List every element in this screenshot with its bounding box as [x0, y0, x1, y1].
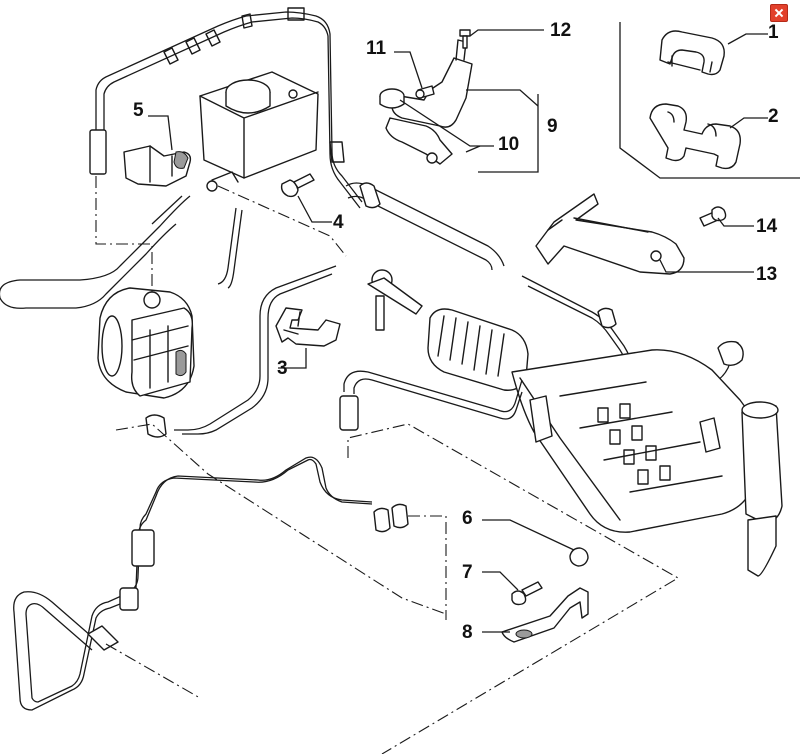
callout-12: 12 [550, 20, 571, 41]
callout-numbers: 1 2 3 4 5 6 7 8 9 10 11 12 13 14 [133, 20, 779, 643]
part-2-clip[interactable] [649, 103, 741, 170]
callout-8: 8 [462, 622, 473, 643]
callout-6: 6 [462, 508, 473, 529]
inset-panel [619, 22, 800, 179]
callout-9: 9 [547, 116, 558, 137]
part-13-bracket[interactable] [535, 193, 685, 275]
close-icon[interactable] [770, 4, 788, 22]
part-11-screw[interactable] [415, 85, 435, 99]
callout-1: 1 [768, 22, 779, 43]
part-7-bolt[interactable] [511, 581, 543, 606]
callout-13: 13 [756, 264, 777, 285]
upper-pressure-line [89, 7, 505, 271]
callout-4: 4 [333, 212, 344, 233]
part-8-bracket[interactable] [501, 587, 589, 643]
callout-5: 5 [133, 100, 144, 121]
part-3-bracket[interactable] [275, 307, 341, 347]
part-5-bracket[interactable] [123, 145, 192, 187]
part-12-screw[interactable] [459, 29, 471, 49]
callout-7: 7 [462, 562, 473, 583]
callout-2: 2 [768, 106, 779, 127]
rack-feed-hose [339, 370, 523, 431]
callout-3: 3 [277, 358, 288, 379]
callout-11: 11 [366, 38, 387, 59]
return-hose [0, 195, 243, 309]
part-10-grommet[interactable] [379, 88, 405, 109]
fluid-reservoir[interactable] [199, 71, 319, 192]
assembly-lines [95, 176, 680, 754]
part-4-bolt[interactable] [280, 173, 315, 198]
leader-lines [148, 29, 768, 633]
callout-14: 14 [756, 216, 778, 237]
part-14-bolt[interactable] [699, 206, 727, 227]
steering-rack[interactable] [367, 269, 783, 577]
callout-10: 10 [498, 134, 519, 155]
part-1-clip[interactable] [659, 30, 725, 76]
power-steering-pump[interactable] [97, 287, 195, 399]
part-6-nut[interactable] [569, 547, 589, 567]
lower-return-pipe [13, 456, 409, 711]
